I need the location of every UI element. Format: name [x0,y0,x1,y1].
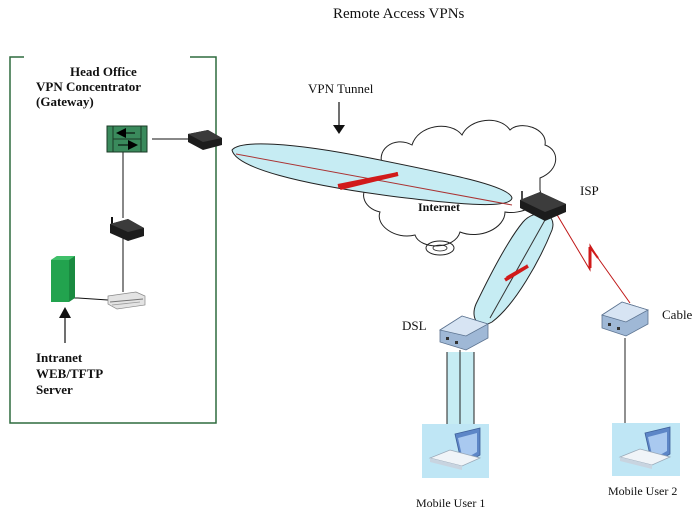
internet-label: Internet [418,200,460,214]
head-office-box [9,56,217,424]
mobile-user-1-label: Mobile User 1 [416,496,486,510]
laptop-2-icon [612,423,680,476]
cable-link [555,212,631,304]
head-office-heading: Head Office [70,64,137,79]
server-label-line3: Server [36,382,73,397]
vpn-tunnel-dsl [473,213,554,326]
server-icon [51,256,75,302]
switch-icon [107,291,146,310]
server-label-line1: Intranet [36,350,83,365]
vpn-concentrator-label: VPN Concentrator [36,79,142,94]
diagram-title: Remote Access VPNs [333,6,465,22]
edge-router-icon [188,130,222,150]
vpn-tunnel-label: VPN Tunnel [308,81,374,96]
inner-router-icon [110,217,144,241]
isp-label: ISP [580,183,599,198]
gateway-label: (Gateway) [36,94,94,109]
cable-modem-icon [601,301,650,337]
laptop-1-icon [422,424,489,478]
dsl-modem-icon [438,315,490,351]
dsl-label: DSL [402,318,427,333]
server-arrow-icon [59,307,71,318]
cable-label: Cable [662,307,693,322]
dsl-link [446,350,475,424]
cloud-swirl [425,240,455,256]
mobile-user-2-label: Mobile User 2 [608,484,678,498]
isp-router-icon [520,191,566,221]
server-label-line2: WEB/TFTP [36,366,104,381]
vpn-concentrator-icon [106,125,148,153]
vpn-tunnel-main [231,143,513,206]
tunnel-arrow-icon [333,125,345,134]
